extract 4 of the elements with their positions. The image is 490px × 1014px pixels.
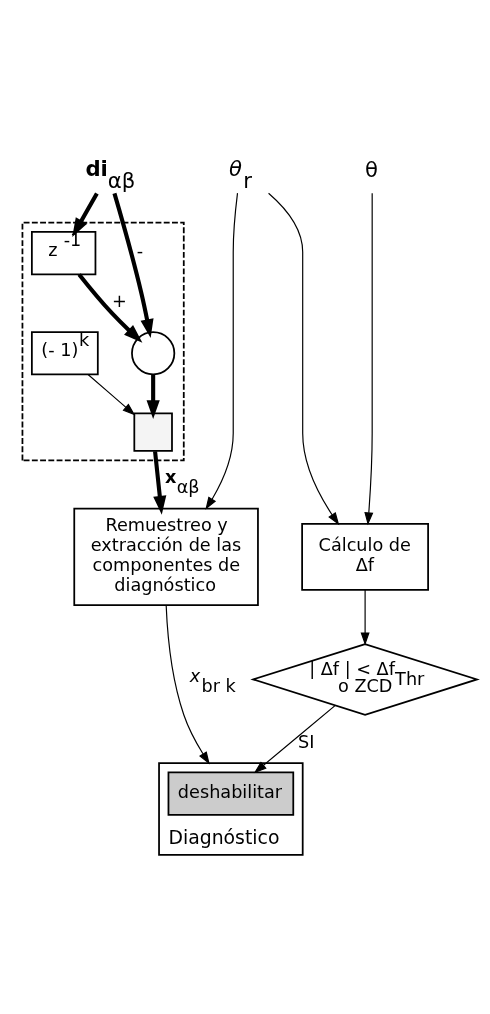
edge-label: SI: [297, 731, 315, 752]
edge-label: +: [111, 290, 127, 311]
edge-label: -: [136, 240, 144, 261]
node-text: θ: [365, 156, 379, 182]
